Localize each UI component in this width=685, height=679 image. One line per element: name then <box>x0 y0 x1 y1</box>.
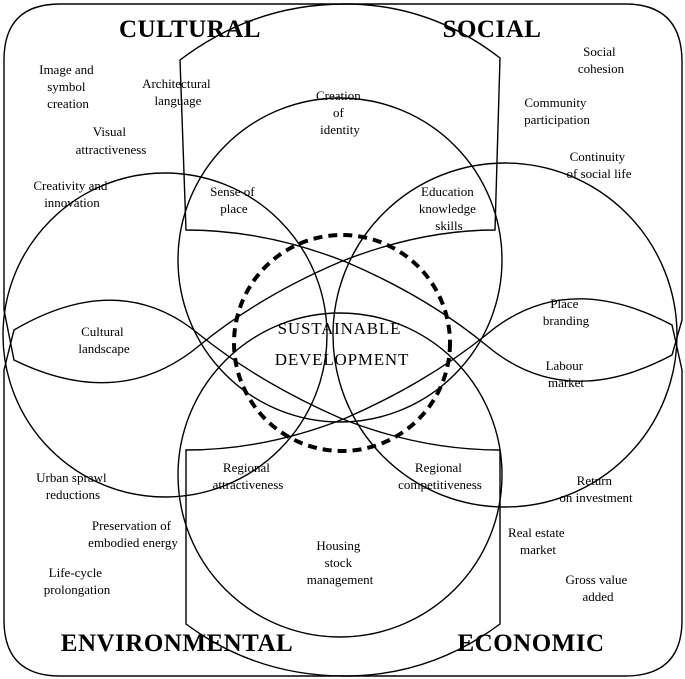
center-label: SUSTAINABLE DEVELOPMENT <box>275 319 409 369</box>
title-economic: ECONOMIC <box>457 630 604 657</box>
label-return-on-investment: Return on investment <box>559 473 633 505</box>
label-creativity-innovation: Creativity and innovation <box>33 178 110 210</box>
label-community-participation: Community participation <box>524 95 590 127</box>
label-image-symbol-creation: Image and symbol creation <box>39 62 97 111</box>
economic-shape <box>185 298 683 677</box>
label-sense-of-place: Sense of place <box>210 184 258 216</box>
label-creation-of-identity: Creation of identity <box>316 88 364 137</box>
label-regional-competitiveness: Regional competitiveness <box>398 460 482 492</box>
label-housing-stock-management: Housing stock management <box>307 538 374 587</box>
title-social: SOCIAL <box>443 16 542 43</box>
label-gross-value-added: Gross value added <box>566 572 631 604</box>
sustainable-development-core <box>232 233 452 453</box>
label-education-knowledge-skills: Education knowledge skills <box>419 184 479 233</box>
label-social-cohesion: Social cohesion <box>578 44 625 76</box>
environmental-shape <box>3 299 501 677</box>
label-cultural-landscape: Cultural landscape <box>78 324 129 356</box>
social-shape <box>179 3 683 382</box>
label-real-estate-market: Real estate market <box>508 525 568 557</box>
lower-circle <box>177 312 503 638</box>
environmental-circle <box>2 172 328 498</box>
label-life-cycle-prolongation: Life-cycle prolongation <box>44 565 111 597</box>
title-cultural: CULTURAL <box>119 16 261 43</box>
label-visual-attractiveness: Visual attractiveness <box>76 124 147 157</box>
label-continuity-social-life: Continuity of social life <box>567 149 632 181</box>
cultural-shape <box>3 3 501 384</box>
label-labour-market: Labour market <box>546 358 587 390</box>
title-environmental: ENVIRONMENTAL <box>61 630 293 657</box>
label-place-branding: Place branding <box>543 296 590 328</box>
label-preservation-embodied-energy: Preservation of embodied energy <box>88 518 178 550</box>
economic-circle <box>332 162 678 508</box>
label-architectural-language: Architectural language <box>142 76 214 108</box>
social-circle <box>177 97 503 423</box>
label-regional-attractiveness: Regional attractiveness <box>213 460 284 492</box>
label-urban-sprawl-reductions: Urban sprawl reductions <box>36 470 110 502</box>
